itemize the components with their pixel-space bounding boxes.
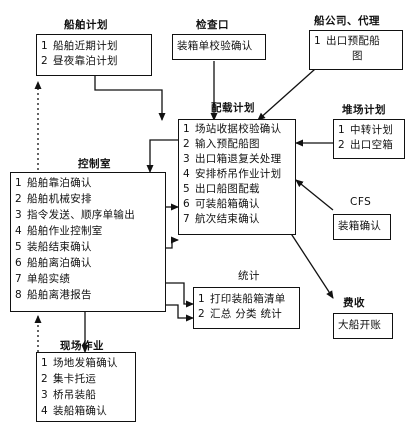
checkpoint-title: 检查口 bbox=[196, 19, 229, 31]
control-room-title: 控制室 bbox=[78, 158, 111, 170]
stowage-plan-title: 配载计划 bbox=[211, 102, 255, 114]
cfs-title: CFS bbox=[350, 196, 372, 208]
site-operation-title: 现场作业 bbox=[60, 340, 104, 352]
ship-plan-title: 船舶计划 bbox=[64, 19, 108, 31]
arrow-shipplan-to-stowage bbox=[94, 75, 166, 121]
arrow-stowage-to-control bbox=[146, 139, 178, 173]
fees-title: 费收 bbox=[343, 297, 365, 309]
statistics-title: 统计 bbox=[238, 270, 260, 282]
checkpoint-item: 装箱单校验确认 bbox=[177, 40, 253, 52]
fees-box: 大船开账 bbox=[333, 313, 393, 339]
arrow-control-to-statistics-2 bbox=[166, 304, 194, 322]
fees-item: 大船开账 bbox=[338, 319, 382, 331]
arrow-control-to-stowage-2 bbox=[166, 236, 179, 249]
arrow-cfs-to-stowage bbox=[295, 179, 334, 211]
shipping-agent-title: 船公司、代理 bbox=[314, 15, 380, 27]
yard-plan-title: 堆场计划 bbox=[342, 104, 386, 116]
arrow-control-to-statistics bbox=[166, 282, 194, 308]
arrow-stowage-to-fees bbox=[289, 231, 334, 299]
shipping-agent-item: 图 bbox=[352, 50, 363, 62]
checkpoint-box: 装箱单校验确认 bbox=[172, 34, 266, 60]
cfs-item: 装箱确认 bbox=[338, 220, 382, 232]
cfs-box: 装箱确认 bbox=[333, 214, 391, 240]
